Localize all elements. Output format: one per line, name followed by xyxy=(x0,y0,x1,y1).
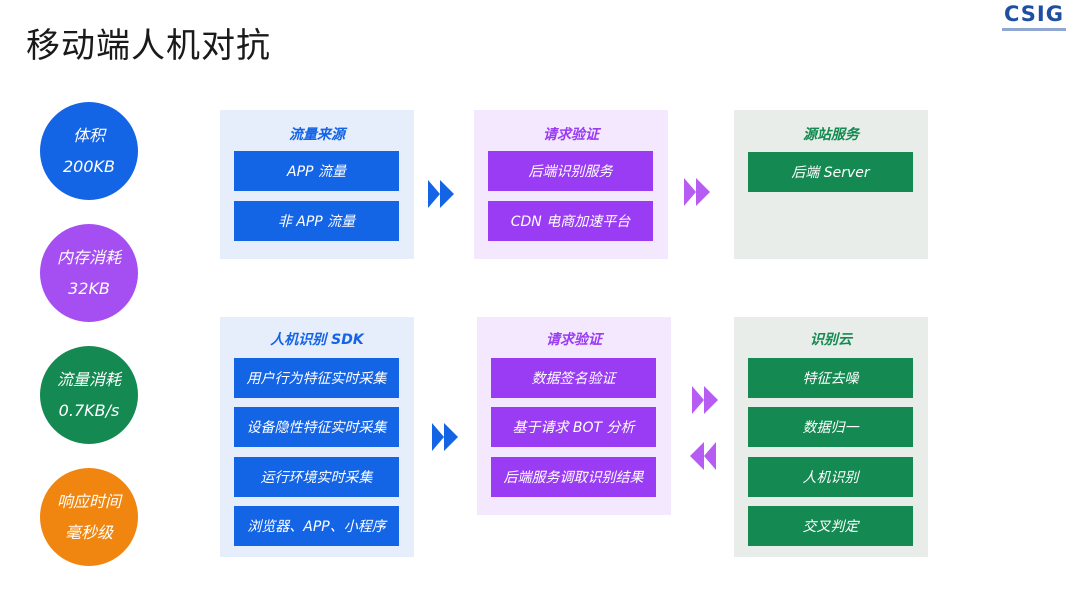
metric-label: 响应时间 xyxy=(56,492,121,511)
metric-label: 流量消耗 xyxy=(56,370,121,389)
panel-request-verify-bottom: 请求验证 数据签名验证 基于请求 BOT 分析 后端服务调取识别结果 xyxy=(477,317,671,515)
double-chevron-left-icon xyxy=(690,442,716,470)
panel-title: 请求验证 xyxy=(543,127,599,143)
metric-value: 32KB xyxy=(68,279,110,298)
logo-underline xyxy=(1002,28,1066,31)
panel-request-verify-top: 请求验证 后端识别服务 CDN 电商加速平台 xyxy=(474,110,668,259)
verify-cdn-platform: CDN 电商加速平台 xyxy=(488,201,653,241)
panel-title: 流量来源 xyxy=(289,127,345,143)
metric-label: 内存消耗 xyxy=(56,248,121,267)
cloud-human-machine: 人机识别 xyxy=(748,457,913,497)
verify-fetch-result: 后端服务调取识别结果 xyxy=(491,457,656,497)
double-chevron-right-icon xyxy=(692,386,718,414)
cloud-denoise: 特征去噪 xyxy=(748,358,913,398)
verify-bot-analysis: 基于请求 BOT 分析 xyxy=(491,407,656,447)
panel-origin-service: 源站服务 后端 Server xyxy=(734,110,928,259)
panel-title: 源站服务 xyxy=(803,127,859,143)
csig-logo: CSIG xyxy=(996,4,1072,34)
panel-sdk: 人机识别 SDK 用户行为特征实时采集 设备隐性特征实时采集 运行环境实时采集 … xyxy=(220,317,414,557)
metric-value: 200KB xyxy=(62,157,115,176)
double-chevron-right-icon xyxy=(428,180,454,208)
cloud-normalize: 数据归一 xyxy=(748,407,913,447)
origin-backend-server: 后端 Server xyxy=(748,152,913,192)
verify-backend-service: 后端识别服务 xyxy=(488,151,653,191)
sdk-platforms: 浏览器、APP、小程序 xyxy=(234,506,399,546)
sdk-env-collect: 运行环境实时采集 xyxy=(234,457,399,497)
verify-signature: 数据签名验证 xyxy=(491,358,656,398)
panel-traffic-source: 流量来源 APP 流量 非 APP 流量 xyxy=(220,110,414,259)
metric-circle-size: 体积 200KB xyxy=(40,102,138,200)
double-chevron-right-icon xyxy=(684,178,710,206)
metric-circle-traffic: 流量消耗 0.7KB/s xyxy=(40,346,138,444)
metric-circle-response: 响应时间 毫秒级 xyxy=(40,468,138,566)
panel-title: 人机识别 SDK xyxy=(270,332,364,348)
panel-title: 请求验证 xyxy=(546,332,602,348)
page-title: 移动端人机对抗 xyxy=(26,26,271,66)
metric-circle-memory: 内存消耗 32KB xyxy=(40,224,138,322)
cloud-cross-check: 交叉判定 xyxy=(748,506,913,546)
sdk-device-collect: 设备隐性特征实时采集 xyxy=(234,407,399,447)
metric-value: 0.7KB/s xyxy=(58,401,120,420)
traffic-source-app: APP 流量 xyxy=(234,151,399,191)
sdk-behavior-collect: 用户行为特征实时采集 xyxy=(234,358,399,398)
traffic-source-non-app: 非 APP 流量 xyxy=(234,201,399,241)
double-chevron-right-icon xyxy=(432,423,458,451)
panel-recognition-cloud: 识别云 特征去噪 数据归一 人机识别 交叉判定 xyxy=(734,317,928,557)
metric-label: 体积 xyxy=(72,126,105,145)
panel-title: 识别云 xyxy=(810,332,852,348)
logo-text: CSIG xyxy=(1004,2,1064,26)
metric-value: 毫秒级 xyxy=(64,523,113,542)
